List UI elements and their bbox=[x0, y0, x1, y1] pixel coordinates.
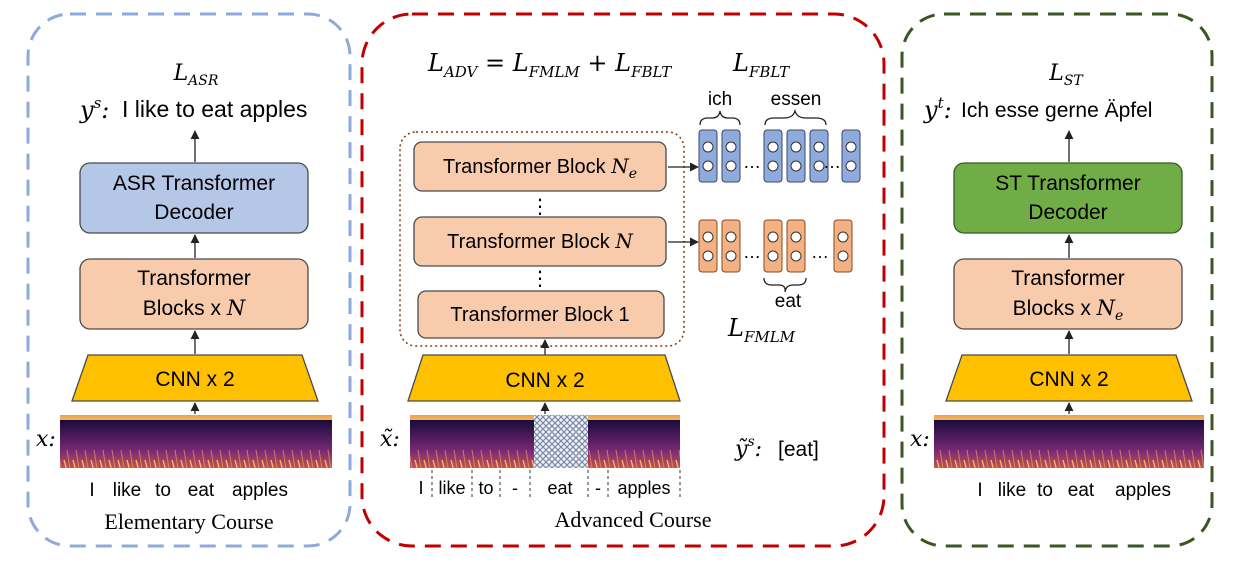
elementary-blocks-line2: Blocks x N bbox=[143, 296, 246, 320]
input-segment: to bbox=[478, 478, 493, 498]
input-word: to bbox=[155, 480, 171, 501]
st-input-symbol: x: bbox=[910, 427, 930, 452]
asr-transformer-decoder bbox=[79, 162, 309, 234]
st-transformer-blocks bbox=[953, 258, 1183, 330]
transformer-block-n-label: Transformer Block N bbox=[447, 229, 634, 253]
st-input-words: I like to eat apples bbox=[977, 480, 1171, 501]
segment-separators bbox=[431, 470, 681, 500]
brace-ich bbox=[699, 110, 741, 126]
advanced-panel-border bbox=[360, 12, 886, 548]
transformer-block-ne bbox=[413, 141, 667, 192]
input-word: I bbox=[89, 480, 94, 501]
fblt-token-row: … … bbox=[698, 129, 861, 183]
elementary-input-words: I like to eat apples bbox=[89, 480, 288, 501]
fmlm-loss-label: LFMLM bbox=[727, 314, 796, 346]
st-loss-label: LST bbox=[1048, 61, 1084, 89]
ellipsis: … bbox=[743, 152, 761, 172]
ellipsis: … bbox=[811, 242, 829, 262]
transformer-block-1-label: Transformer Block 1 bbox=[450, 304, 629, 326]
st-output-text: Ich esse gerne Äpfel bbox=[961, 99, 1152, 122]
advanced-course-panel: LADV = LFMLM + LFBLT LFBLT Transformer B… bbox=[360, 12, 886, 548]
elementary-course-panel: LASR ys: I like to eat apples ASR Transf… bbox=[26, 12, 352, 548]
advanced-caption: Advanced Course bbox=[554, 507, 711, 532]
input-word: to bbox=[1037, 480, 1053, 501]
st-panel: LST yt: Ich esse gerne Äpfel ST Transfor… bbox=[900, 12, 1214, 548]
input-segment: like bbox=[438, 478, 465, 498]
vdots-upper: ⋮ bbox=[530, 196, 550, 218]
brace-eat-label: eat bbox=[775, 291, 802, 312]
asr-decoder-line2: Decoder bbox=[154, 201, 233, 224]
input-word: apples bbox=[232, 480, 288, 501]
elementary-blocks-line1: Transformer bbox=[137, 267, 251, 290]
input-word: like bbox=[998, 480, 1027, 501]
vdots-lower: ⋮ bbox=[530, 268, 550, 290]
elementary-caption: Elementary Course bbox=[104, 509, 273, 534]
encoder-block-group bbox=[399, 131, 685, 347]
input-segment: - bbox=[595, 478, 601, 498]
asr-decoder-line1: ASR Transformer bbox=[113, 172, 275, 195]
input-word: eat bbox=[188, 480, 215, 501]
st-panel-border bbox=[900, 12, 1214, 548]
masked-target-symbol: ỹs: bbox=[734, 434, 762, 462]
input-word: I bbox=[977, 480, 982, 501]
advanced-spectrogram-left bbox=[410, 415, 534, 468]
elementary-cnn bbox=[71, 354, 319, 402]
brace-essen-label: essen bbox=[771, 89, 822, 110]
advanced-cnn-label: CNN x 2 bbox=[505, 369, 584, 392]
asr-output-text: I like to eat apples bbox=[122, 96, 307, 122]
advanced-cnn bbox=[407, 354, 681, 402]
st-output-symbol: yt: bbox=[923, 94, 952, 124]
asr-output-symbol: ys: bbox=[79, 94, 109, 124]
transformer-block-1 bbox=[417, 290, 665, 339]
elementary-cnn-label: CNN x 2 bbox=[155, 368, 234, 391]
input-segment: I bbox=[418, 478, 423, 498]
input-segment: - bbox=[512, 478, 518, 498]
st-cnn-label: CNN x 2 bbox=[1029, 368, 1108, 391]
input-segment: eat bbox=[547, 478, 572, 498]
ellipsis: … bbox=[823, 152, 841, 172]
brace-essen bbox=[764, 108, 827, 126]
fblt-loss-label: LFBLT bbox=[732, 49, 790, 81]
brace-ich-label: ich bbox=[708, 89, 732, 110]
st-spectrogram bbox=[934, 415, 1204, 468]
masked-spectrogram-segment bbox=[534, 415, 588, 468]
st-blocks-line2: Blocks x Ne bbox=[1013, 296, 1124, 324]
input-segment: apples bbox=[617, 478, 670, 498]
fmlm-token-row: … … bbox=[698, 219, 853, 273]
ellipsis: … bbox=[743, 242, 761, 262]
transformer-block-n bbox=[413, 216, 667, 267]
st-decoder-line1: ST Transformer bbox=[995, 172, 1140, 195]
elementary-transformer-blocks bbox=[79, 258, 309, 330]
elementary-panel-border bbox=[26, 12, 352, 548]
st-decoder-line2: Decoder bbox=[1028, 201, 1107, 224]
st-blocks-line1: Transformer bbox=[1011, 267, 1125, 290]
elementary-spectrogram bbox=[60, 415, 332, 468]
brace-eat bbox=[763, 277, 807, 293]
elementary-input-symbol: x: bbox=[36, 427, 56, 452]
advanced-spectrogram-right bbox=[588, 415, 680, 468]
st-transformer-decoder bbox=[953, 162, 1183, 234]
input-word: apples bbox=[1115, 480, 1171, 501]
transformer-block-ne-label: Transformer Block Ne bbox=[443, 154, 637, 182]
adv-loss-equation: LADV = LFMLM + LFBLT bbox=[427, 49, 672, 81]
input-word: like bbox=[113, 480, 142, 501]
advanced-input-symbol: x̃: bbox=[380, 427, 400, 452]
st-cnn bbox=[945, 354, 1193, 402]
masked-target-text: [eat] bbox=[778, 438, 819, 461]
input-word: eat bbox=[1068, 480, 1095, 501]
asr-loss-label: LASR bbox=[173, 61, 219, 89]
advanced-input-segments: I like to - eat - apples bbox=[418, 478, 670, 498]
